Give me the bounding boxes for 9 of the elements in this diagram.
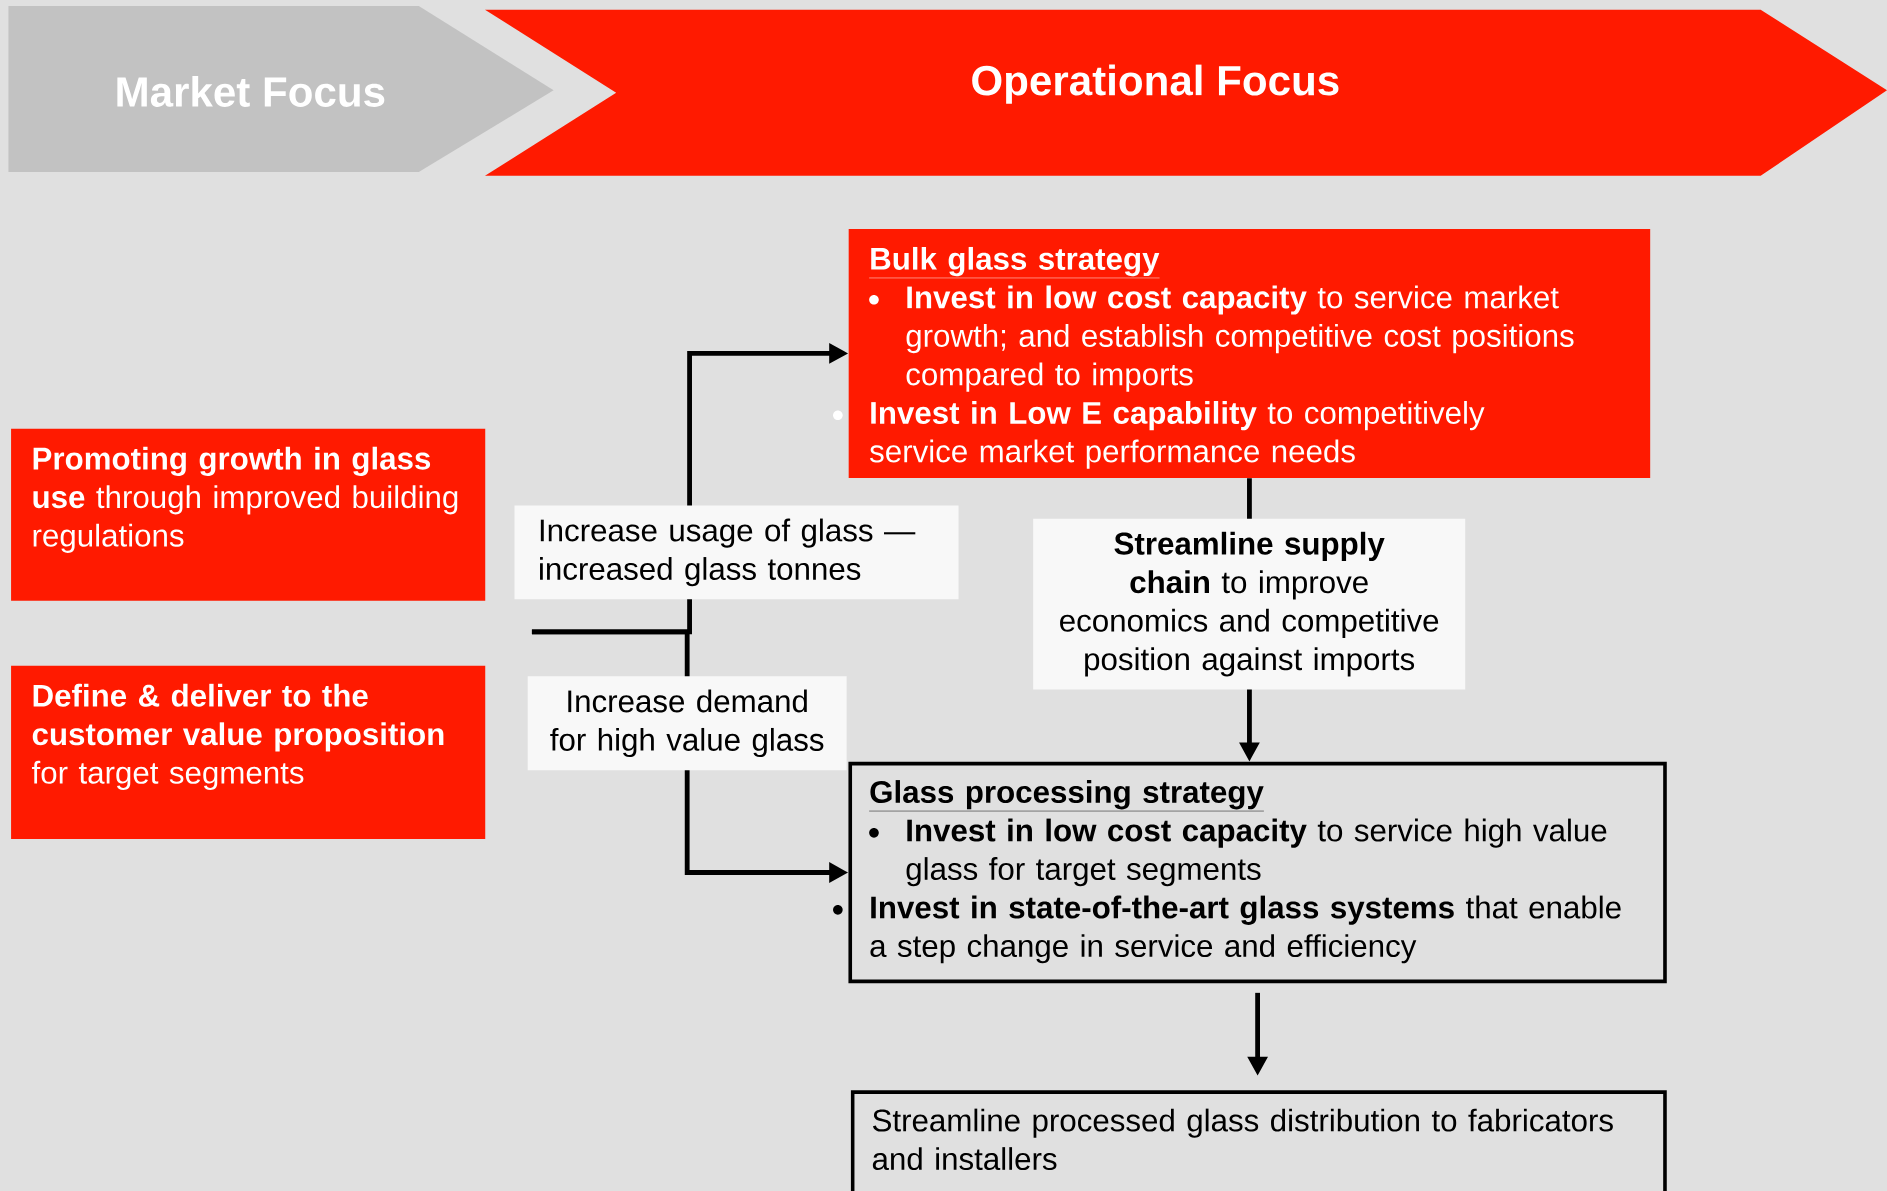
- outcome-box: Streamline processed glass distribution to fabricators and installers: [850, 1090, 1667, 1191]
- edge-label: Increase demand for high value glass: [527, 676, 847, 770]
- focus-box: Promoting growth in glass use through improved building regulations: [11, 428, 486, 601]
- strategy-box: Bulk glass strategy Invest in low cost capacity to service market growth; and establish competitive cost positions compared to imports Invest in Low E capability to competitively service market performance needs: [833, 228, 1651, 478]
- strategy-box: Glass processing strategy Invest in low cost capacity to service high value glass for target segments Invest in state-of-the-art glass systems that enable a step change in service and efficiency: [833, 761, 1667, 983]
- edge-label: Streamline supply chain to improve economics and competitive position against imports: [1033, 518, 1466, 690]
- focus-box: Define & deliver to the customer value proposition for target segments: [11, 665, 486, 839]
- edge-label: Increase usage of glass — increased glass tonnes: [514, 505, 959, 600]
- phase-banner: Market Focus: [8, 5, 554, 172]
